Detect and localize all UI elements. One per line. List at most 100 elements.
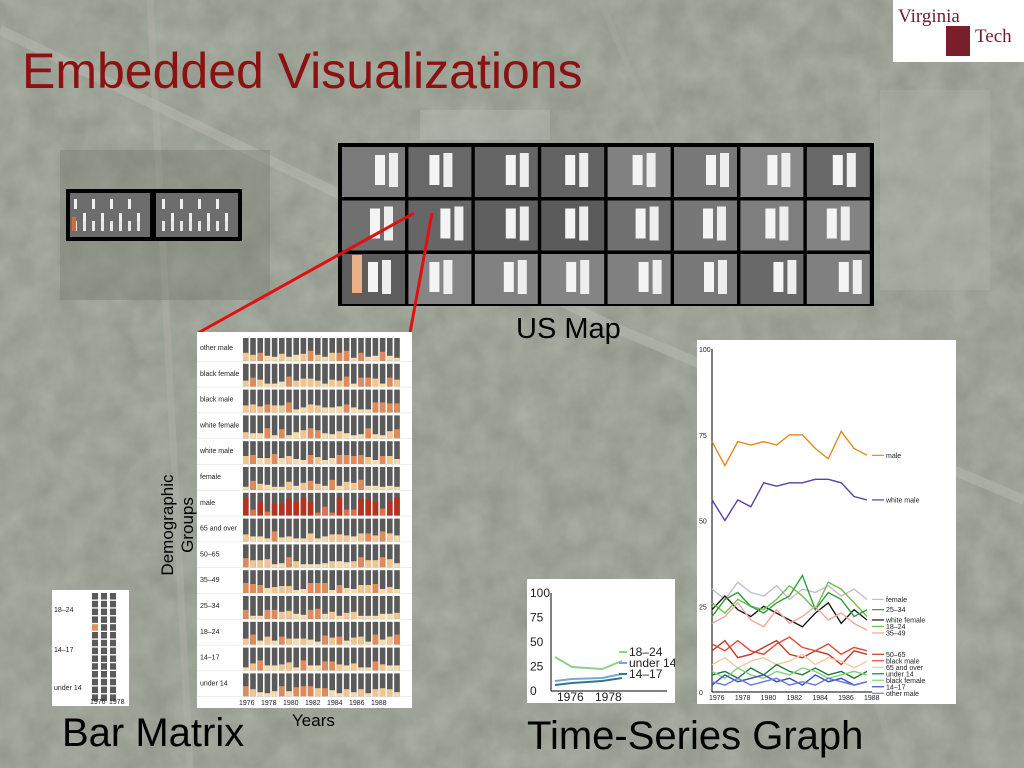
map-cell-bar-chart <box>517 260 527 294</box>
bar-matrix-year-label: 1976 <box>239 700 255 707</box>
thumb-bar <box>216 199 219 209</box>
bar-matrix-cell <box>300 338 307 361</box>
bar-matrix-cell <box>315 518 321 542</box>
bar-matrix-bar <box>286 662 292 671</box>
bar-matrix-cell <box>336 389 343 413</box>
bar-matrix-bar <box>343 535 350 542</box>
bar-matrix-cell <box>351 415 357 439</box>
bar-matrix-bar <box>279 611 285 619</box>
mini-matrix-year-label: 1978 <box>109 699 125 706</box>
mini-matrix-cell <box>110 608 116 616</box>
bar-matrix-cell <box>264 621 271 645</box>
bar-matrix-bar <box>243 486 249 490</box>
bar-matrix-cell <box>293 570 299 593</box>
bar-matrix-bar <box>394 403 400 413</box>
bar-matrix-cell <box>271 389 278 413</box>
bar-matrix-bar <box>279 486 285 490</box>
bar-matrix-row-label: 65 and over <box>200 526 238 533</box>
small-chart-y-tick: 25 <box>530 660 544 674</box>
bar-matrix-cell <box>243 570 249 593</box>
bar-matrix-bar <box>271 564 278 568</box>
bar-matrix-cell <box>322 389 328 413</box>
bar-matrix-cell <box>286 596 292 619</box>
bar-matrix-bar <box>293 590 299 593</box>
bar-matrix-cell <box>322 570 328 593</box>
bar-matrix-cell <box>394 544 400 568</box>
bar-matrix-bar <box>387 613 393 619</box>
bar-matrix-bar <box>394 459 400 464</box>
bar-matrix-bar <box>286 610 292 619</box>
bar-matrix-cell <box>286 467 292 490</box>
map-cell-bar-chart <box>649 206 659 241</box>
small-chart-y-tick: 75 <box>530 611 544 625</box>
map-cell-bar-chart <box>646 153 656 187</box>
bar-matrix-cell <box>264 673 271 697</box>
bar-matrix-cell <box>343 544 350 568</box>
bar-matrix-cell <box>372 467 379 490</box>
bar-matrix-cell <box>394 596 400 619</box>
bar-matrix-bar <box>257 433 263 439</box>
bar-matrix-cell <box>358 570 364 593</box>
bar-matrix-cell <box>300 389 307 413</box>
bar-matrix-bar <box>271 356 278 361</box>
thumb-bar <box>180 221 183 231</box>
ts-y-tick-label: 50 <box>699 519 707 526</box>
bar-matrix-bar <box>286 402 292 413</box>
bar-matrix-bar <box>243 558 249 568</box>
bar-matrix-cell <box>336 338 343 361</box>
bar-matrix-row-label: white male <box>199 448 234 455</box>
bar-matrix-cell <box>351 621 357 645</box>
bar-matrix-bar <box>387 456 393 464</box>
bar-matrix-cell <box>387 338 393 361</box>
bar-matrix-bar <box>257 585 263 593</box>
bar-matrix-bar <box>315 483 321 490</box>
bar-matrix-cell <box>293 518 299 542</box>
mini-matrix-cell <box>101 608 107 616</box>
ts-legend-label: female <box>886 597 907 604</box>
bar-matrix-cell <box>250 570 256 593</box>
bar-matrix-cell <box>250 467 256 490</box>
bar-matrix-cell <box>336 673 343 697</box>
bar-matrix-bar <box>315 380 321 387</box>
bar-matrix-row-label: 18–24 <box>200 629 220 636</box>
bar-matrix-bar <box>307 404 314 413</box>
mini-matrix-cell <box>101 671 107 678</box>
bar-matrix-cell <box>329 441 335 464</box>
bar-matrix-cell <box>343 338 350 361</box>
bar-matrix-bar <box>315 641 321 645</box>
map-cell-bar-chart <box>706 155 716 185</box>
bar-matrix-cell <box>343 596 350 619</box>
mini-matrix-cell <box>101 655 107 662</box>
bar-matrix-bar <box>329 690 335 697</box>
bar-matrix-bar <box>293 432 299 439</box>
bar-matrix-bar <box>351 435 357 439</box>
bar-matrix-bar <box>264 693 271 697</box>
thumb-bar <box>216 221 219 231</box>
map-cell-bar-chart <box>773 262 784 292</box>
map-cell-bar-chart <box>779 206 789 241</box>
bar-matrix-bar <box>271 503 278 516</box>
bar-matrix-bar <box>372 615 379 619</box>
ts-legend-label: 25–34 <box>886 607 906 614</box>
map-cell-bar-chart <box>832 155 843 185</box>
bar-matrix-bar <box>250 560 256 568</box>
bar-matrix-cell <box>307 441 314 464</box>
map-cell-bar-chart <box>519 153 529 187</box>
mini-matrix-cell <box>110 671 116 678</box>
bar-matrix-bar <box>358 409 364 413</box>
bar-matrix-cell <box>286 441 292 464</box>
bar-matrix-bar <box>394 497 400 516</box>
map-cell-bar-chart <box>565 208 576 239</box>
bar-matrix-cell <box>372 621 379 645</box>
bar-matrix-row-label: female <box>200 474 221 481</box>
bar-matrix-bar <box>372 661 379 671</box>
thumb-bar <box>198 221 201 231</box>
bar-matrix-cell <box>257 570 263 593</box>
thumb-bar <box>162 199 165 209</box>
bar-matrix-bar <box>365 615 371 619</box>
bar-matrix-cell <box>250 673 256 697</box>
bar-matrix-bar <box>286 435 292 439</box>
bar-matrix-row-label: under 14 <box>200 680 228 687</box>
bar-matrix-cell <box>307 621 314 645</box>
bar-matrix-bar <box>250 634 256 645</box>
